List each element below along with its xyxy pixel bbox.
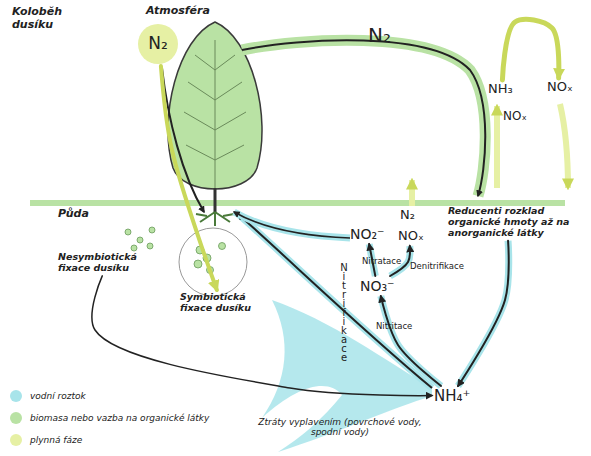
connector-halo bbox=[458, 241, 509, 386]
denitrification-release bbox=[409, 180, 415, 206]
node-text: NO₃⁻ bbox=[360, 278, 395, 294]
node-text: Reducenti rozklad organické hmoty až na … bbox=[448, 206, 570, 239]
ion-species: NOₓ bbox=[398, 229, 424, 244]
process-label: Nitrifikace bbox=[338, 262, 350, 361]
gas-species: NOₓ bbox=[547, 80, 573, 95]
nitrate-uptake-flow bbox=[234, 212, 350, 238]
gas-species: N₂ bbox=[400, 208, 415, 223]
process-label: Denitrifikace bbox=[410, 262, 464, 272]
tree-roots bbox=[196, 212, 234, 226]
tree-trunk bbox=[214, 188, 217, 214]
legend-text: vodní roztok bbox=[30, 391, 86, 401]
process-label: Nitritace bbox=[376, 322, 412, 332]
soil-bacteria bbox=[125, 227, 155, 251]
node-text: N₂ bbox=[400, 208, 415, 223]
flow-arrow bbox=[502, 19, 558, 80]
process-note: Symbiotická fixace dusíku bbox=[180, 292, 262, 314]
legend-swatch bbox=[10, 390, 22, 402]
gas-species-label: N₂ bbox=[368, 24, 391, 47]
process-note: Nesymbiotická fixace dusíku bbox=[58, 252, 150, 274]
gas-species: N₂ bbox=[138, 24, 178, 64]
volatilisation-arrow bbox=[494, 106, 500, 188]
legend-row: vodní roztok bbox=[10, 390, 86, 402]
node-text: NO₂⁻ bbox=[350, 226, 385, 242]
ion-species: NH₄⁺ bbox=[434, 388, 470, 405]
legend-swatch bbox=[10, 434, 22, 446]
gas-species: NOₓ bbox=[503, 110, 527, 124]
gas-species: NH₃ bbox=[488, 82, 513, 97]
node-text: Nesymbiotická fixace dusíku bbox=[58, 252, 150, 274]
leaf-veins bbox=[184, 40, 246, 190]
root-zone bbox=[179, 228, 247, 296]
legend-swatch bbox=[10, 412, 22, 424]
biomass-flow bbox=[242, 40, 485, 196]
deposition-arrow bbox=[560, 104, 568, 188]
loss-note: Ztráty vyplavením (povrchové vody, spodn… bbox=[245, 417, 435, 438]
ion-species: NO₃⁻ bbox=[360, 278, 395, 294]
node-text: NOₓ bbox=[398, 229, 424, 244]
legend-text: plynná fáze bbox=[30, 435, 82, 445]
node-text: NH₃ bbox=[488, 82, 513, 97]
flow-arrow bbox=[458, 241, 509, 386]
nitrate-uptake-arrow bbox=[234, 212, 350, 238]
process-note: Reducenti rozklad organické hmoty až na … bbox=[448, 206, 570, 239]
zone-label: Atmosféra bbox=[146, 5, 210, 18]
zone-label: Půda bbox=[58, 208, 89, 221]
node-text: NOₓ bbox=[503, 110, 527, 124]
biomass-arrow bbox=[242, 40, 485, 196]
connector-halo bbox=[381, 296, 441, 386]
flow-arrow bbox=[381, 296, 441, 386]
legend-row: plynná fáze bbox=[10, 434, 82, 446]
flow-arrow bbox=[92, 276, 432, 396]
node-text: N₂ bbox=[148, 34, 168, 54]
diagram-title: Koloběh dusíku bbox=[12, 6, 74, 31]
legend-text: biomasa nebo vazba na organické látky bbox=[30, 413, 209, 423]
node-text: Symbiotická fixace dusíku bbox=[180, 292, 262, 314]
process-label: Nitratace bbox=[362, 257, 401, 267]
node-text: NH₄⁺ bbox=[434, 388, 470, 405]
node-text: NOₓ bbox=[547, 80, 573, 95]
legend-row: biomasa nebo vazba na organické látky bbox=[10, 412, 209, 424]
ion-species: NO₂⁻ bbox=[350, 226, 385, 242]
flow-arrow bbox=[161, 66, 217, 290]
